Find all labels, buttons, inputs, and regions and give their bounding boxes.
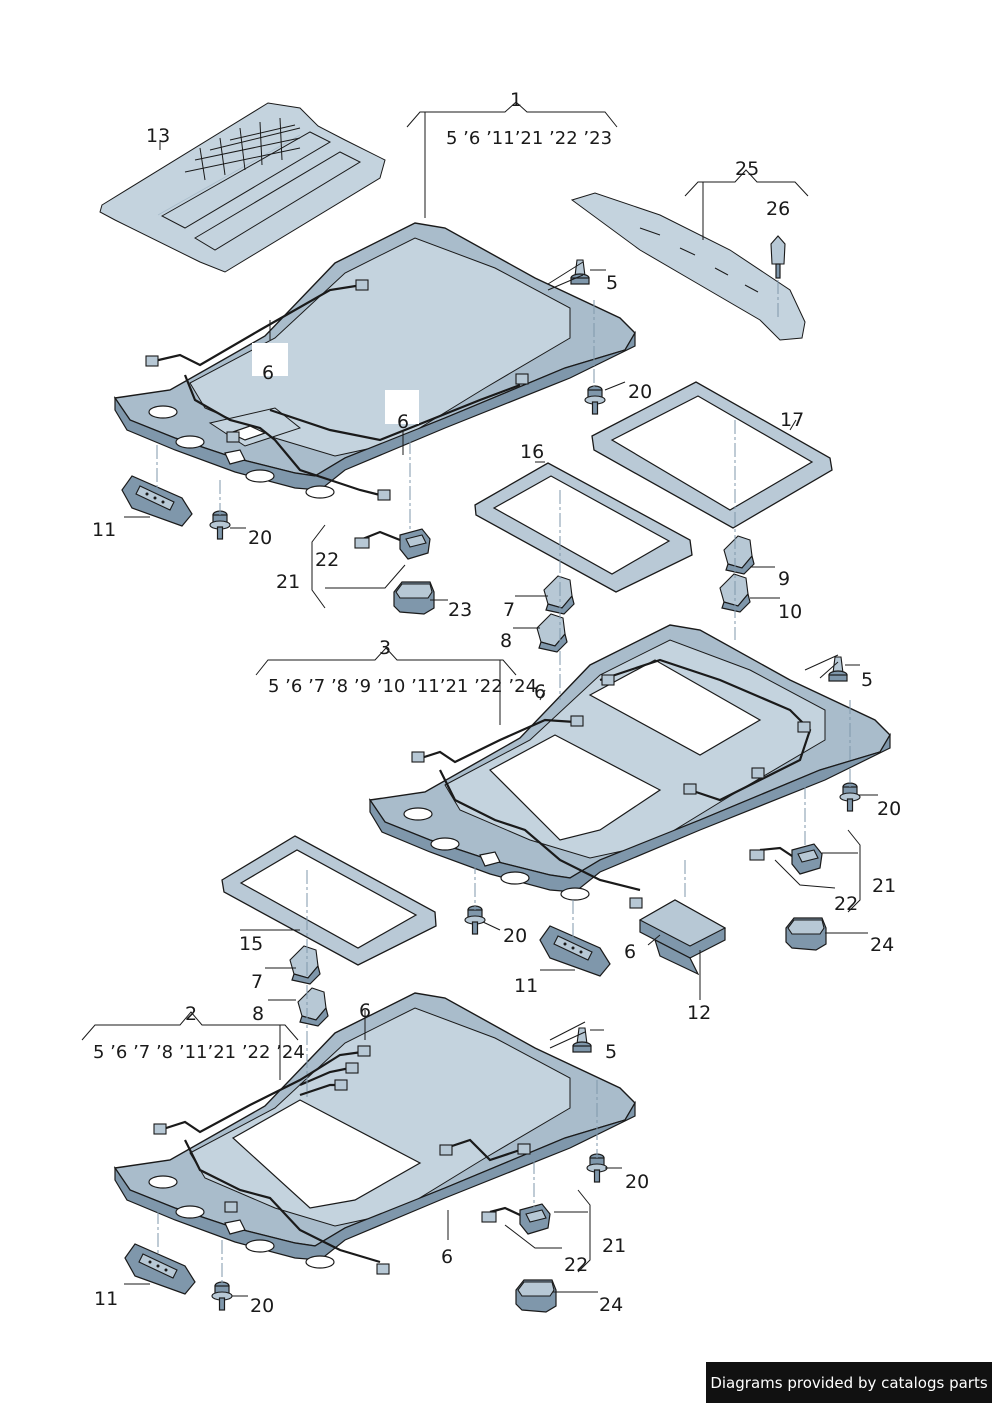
clip-5-c — [572, 1027, 592, 1053]
callout-9: 9 — [778, 568, 790, 590]
label-mask-2 — [385, 390, 419, 424]
holder-21-a — [399, 528, 431, 560]
wiring-harness-bottom — [153, 1045, 531, 1275]
seal-frame-16 — [474, 462, 693, 593]
callout-5-a: 5 — [606, 272, 618, 294]
cap-24-a — [785, 917, 827, 951]
bolt-20-c — [839, 782, 861, 812]
callout-21-c: 21 — [602, 1235, 626, 1257]
callout-22-a: 22 — [315, 549, 339, 571]
bolt-20-d — [464, 905, 486, 935]
callout-10: 10 — [778, 601, 802, 623]
holder-21-b — [791, 843, 823, 875]
label-mask-1 — [252, 343, 288, 376]
callout-2: 2 — [185, 1003, 197, 1025]
bracket-8-a — [536, 613, 568, 653]
callout-labels: 1 5 ’6 ’11’21 ’22 ’23 13 25 26 5 6 6 20 … — [92, 89, 901, 1317]
callout-17: 17 — [780, 409, 804, 431]
callout-5-c: 5 — [605, 1041, 617, 1063]
callout-8-b: 8 — [252, 1003, 264, 1025]
callout-11-c: 11 — [94, 1288, 118, 1310]
callout-5-b: 5 — [861, 669, 873, 691]
bracket-7-b — [289, 945, 321, 985]
fastener-26 — [770, 235, 786, 279]
callout-8-a: 8 — [500, 630, 512, 652]
callout-15: 15 — [239, 933, 263, 955]
callout-22-b: 22 — [834, 893, 858, 915]
callout-20-c: 20 — [877, 798, 901, 820]
callout-24-b: 24 — [599, 1294, 623, 1316]
callout-26: 26 — [766, 198, 790, 220]
callout-6-f: 6 — [441, 1246, 453, 1268]
callout-6-c: 6 — [534, 681, 546, 703]
callout-24-a: 24 — [870, 934, 894, 956]
callout-22-c: 22 — [564, 1254, 588, 1276]
sensor-22-c — [481, 1206, 521, 1223]
note-2: 5 ’6 ’7 ’8 ’11’21 ’22 ’24 — [93, 1042, 305, 1063]
callout-7-a: 7 — [503, 599, 515, 621]
bolt-20-b — [584, 385, 606, 415]
clip-5-b — [828, 656, 848, 682]
callout-20-e: 20 — [625, 1171, 649, 1193]
callout-1: 1 — [510, 89, 522, 111]
wiring-harness-middle — [411, 658, 812, 909]
callout-21-a: 21 — [276, 571, 300, 593]
callout-13: 13 — [146, 125, 170, 147]
callout-11-b: 11 — [514, 975, 538, 997]
alignment-lines — [156, 280, 851, 1286]
bracket-7-a — [543, 575, 575, 615]
bracket-9 — [723, 535, 755, 575]
module-11-middle — [539, 925, 611, 977]
bolt-20-a — [209, 510, 231, 540]
callout-20-d: 20 — [503, 925, 527, 947]
callout-6-a: 6 — [262, 362, 274, 384]
mat-grid — [184, 117, 301, 181]
holder-21-c — [519, 1203, 551, 1235]
callout-3: 3 — [379, 637, 391, 659]
headliner-2 — [114, 992, 636, 1269]
note-1: 5 ’6 ’11’21 ’22 ’23 — [446, 128, 612, 149]
watermark-banner: Diagrams provided by catalogs parts — [706, 1362, 992, 1403]
callout-25: 25 — [735, 158, 759, 180]
callout-7-b: 7 — [251, 971, 263, 993]
trim-rail-25 — [570, 192, 806, 341]
control-module-12 — [638, 899, 727, 976]
sensor-22-b — [749, 846, 793, 861]
callout-6-e: 6 — [359, 1000, 371, 1022]
callout-21-b: 21 — [872, 875, 896, 897]
seal-frame-15 — [221, 835, 437, 966]
sensor-22-a — [354, 530, 401, 549]
callout-23: 23 — [448, 599, 472, 621]
note-3: 5 ’6 ’7 ’8 ’9 ’10 ’11’21 ’22 ’24 — [268, 676, 537, 697]
insulation-mat-13 — [99, 102, 386, 273]
callout-16: 16 — [520, 441, 544, 463]
leader-lines — [81, 101, 878, 1297]
callout-6-d: 6 — [624, 941, 636, 963]
module-11-bottom — [124, 1243, 196, 1295]
cap-23 — [393, 581, 435, 615]
callout-20-b: 20 — [248, 527, 272, 549]
bracket-8-b — [297, 987, 329, 1027]
cap-24-b — [515, 1279, 557, 1313]
wiring-harness-top — [145, 279, 529, 501]
callout-11-a: 11 — [92, 519, 116, 541]
seal-frame-17 — [591, 381, 833, 529]
callout-20-a: 20 — [628, 381, 652, 403]
callout-12: 12 — [687, 1002, 711, 1024]
bolt-20-f — [211, 1281, 233, 1311]
bolt-20-e — [586, 1153, 608, 1183]
headliner-3 — [369, 624, 891, 901]
callout-6-b: 6 — [397, 411, 409, 433]
callout-20-f: 20 — [250, 1295, 274, 1317]
module-11-top — [121, 475, 193, 527]
